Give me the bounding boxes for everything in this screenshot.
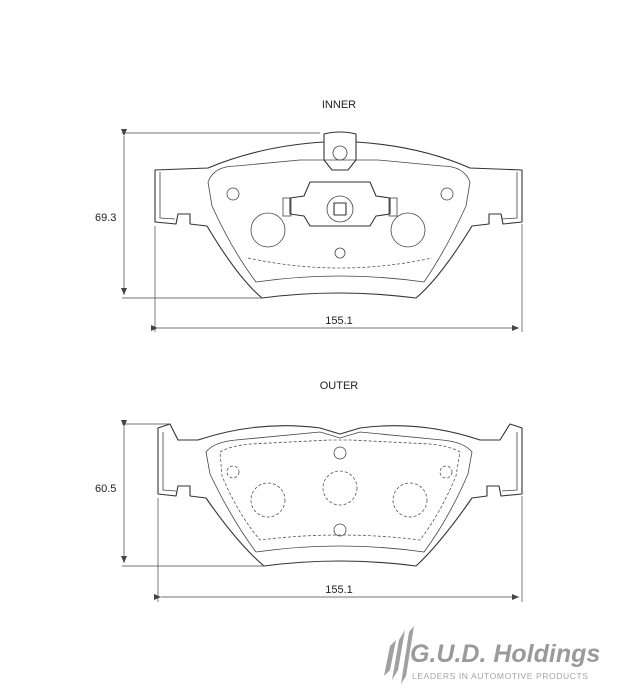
inner-height-dimension: 69.3 <box>95 212 116 224</box>
inner-backing-plate <box>154 131 523 299</box>
inner-width-dimension: 155.1 <box>325 315 353 327</box>
inner-friction-outline <box>207 159 471 283</box>
outer-view: OUTER 60.5 155.1 <box>95 380 523 602</box>
inner-center-clip <box>323 142 357 171</box>
brand-name: G.U.D. Holdings <box>410 640 600 668</box>
outer-width-dimension: 155.1 <box>325 584 353 596</box>
outer-friction-outline <box>205 431 473 553</box>
gud-logo: G.U.D. Holdings LEADERS IN AUTOMOTIVE PR… <box>384 626 600 684</box>
gud-stripes-icon <box>384 626 414 684</box>
outer-height-dimension: 60.5 <box>95 483 116 495</box>
outer-backing-plate <box>157 423 523 567</box>
brand-tagline: LEADERS IN AUTOMOTIVE PRODUCTS <box>412 671 589 681</box>
inner-view: INNER 69.3 155.1 <box>95 99 523 332</box>
inner-label: INNER <box>322 99 356 111</box>
outer-label: OUTER <box>320 380 359 392</box>
